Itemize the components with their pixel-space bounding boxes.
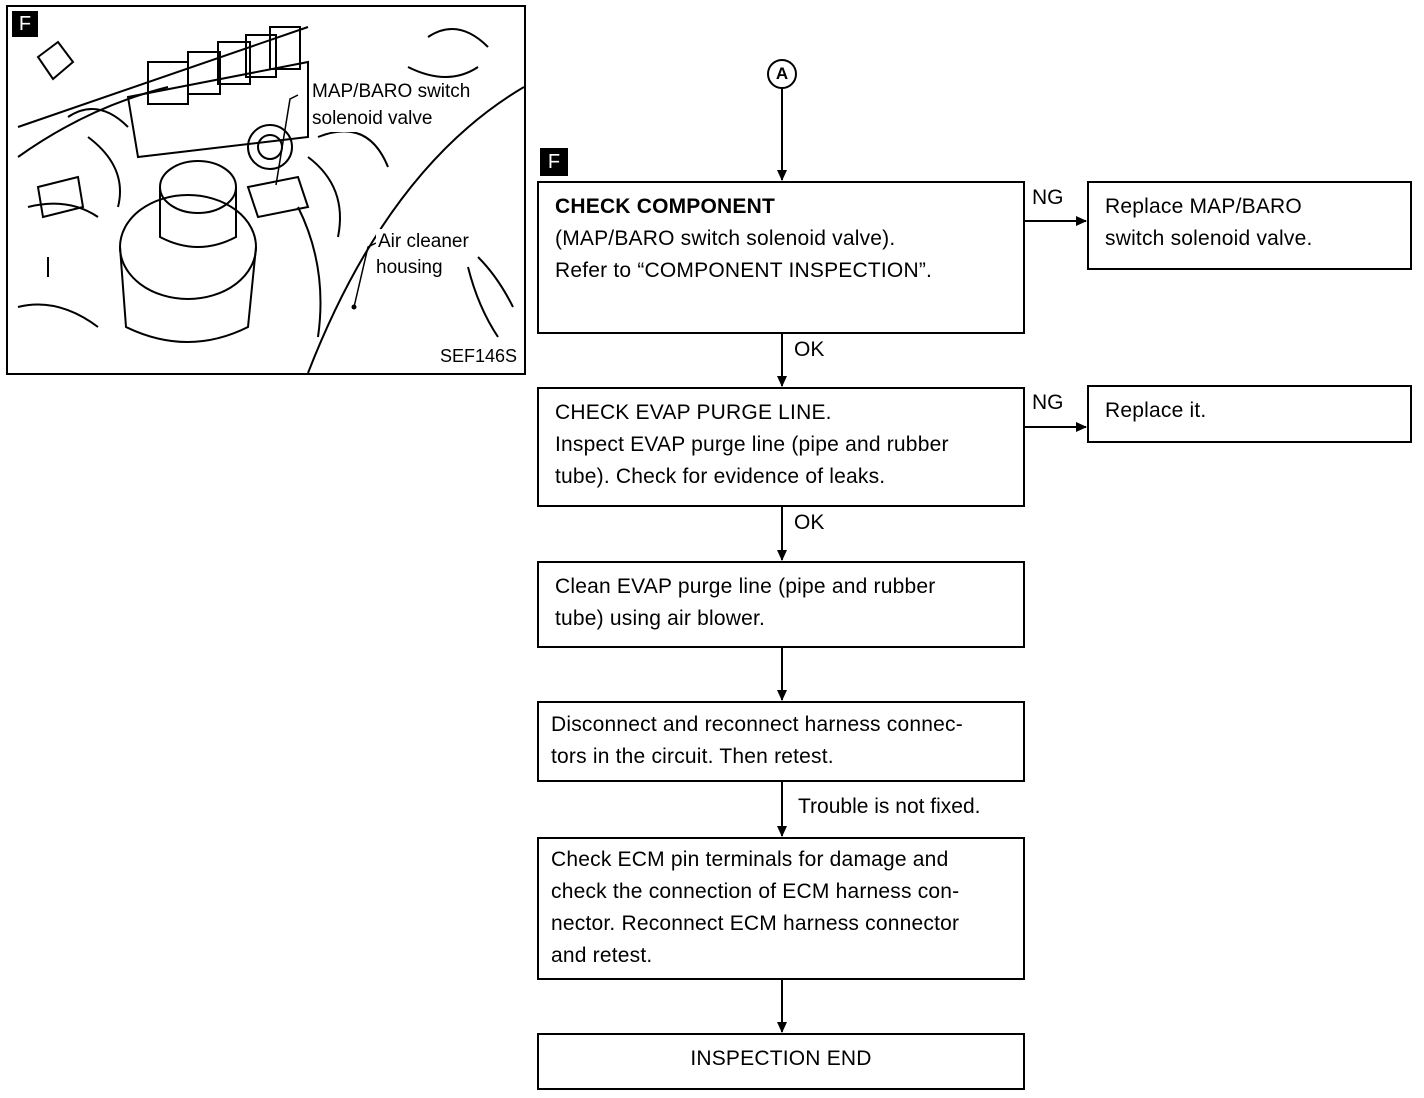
clean-evap-line1: Clean EVAP purge line (pipe and rubber [555, 575, 936, 598]
ok1-label: OK [794, 338, 825, 361]
inspection-end-box: INSPECTION END [537, 1033, 1025, 1090]
disconnect-line1: Disconnect and reconnect harness connec- [551, 713, 963, 736]
ng1-label: NG [1032, 186, 1064, 209]
disconnect-box: Disconnect and reconnect harness connec-… [537, 701, 1025, 782]
disconnect-line2: tors in the circuit. Then retest. [551, 745, 834, 768]
air-cleaner-label-line2: housing [374, 255, 445, 281]
check-evap-line3: tube). Check for evidence of leaks. [555, 465, 886, 488]
figure-code: SEF146S [438, 343, 520, 369]
check-component-title: CHECK COMPONENT [555, 195, 776, 218]
replace-it-box: Replace it. [1087, 385, 1412, 443]
check-component-box: CHECK COMPONENT (MAP/BARO switch solenoi… [537, 181, 1025, 334]
check-ecm-box: Check ECM pin terminals for damage and c… [537, 837, 1025, 980]
replace-map-baro-line2: switch solenoid valve. [1105, 227, 1313, 250]
component-illustration: F MAP/BARO switch solenoid valve Air cle… [6, 5, 526, 375]
map-baro-label-line2: solenoid valve [310, 106, 435, 132]
check-ecm-line4: and retest. [551, 944, 653, 967]
ng2-label: NG [1032, 391, 1064, 414]
map-baro-label-line1: MAP/BARO switch [310, 79, 473, 105]
section-tag-f: F [540, 148, 568, 176]
check-ecm-line1: Check ECM pin terminals for damage and [551, 848, 949, 871]
check-ecm-line2: check the connection of ECM harness con- [551, 880, 960, 903]
ok2-label: OK [794, 511, 825, 534]
check-component-line2: (MAP/BARO switch solenoid valve). [555, 227, 896, 250]
clean-evap-line2: tube) using air blower. [555, 607, 766, 630]
replace-it-text: Replace it. [1105, 399, 1207, 422]
replace-map-baro-box: Replace MAP/BARO switch solenoid valve. [1087, 181, 1412, 270]
check-evap-line2: Inspect EVAP purge line (pipe and rubber [555, 433, 949, 456]
check-evap-line1: CHECK EVAP PURGE LINE. [555, 401, 832, 424]
trouble-not-fixed-label: Trouble is not fixed. [798, 795, 981, 818]
check-component-line3: Refer to “COMPONENT INSPECTION”. [555, 259, 933, 282]
connector-a-circle [767, 59, 797, 89]
clean-evap-box: Clean EVAP purge line (pipe and rubber t… [537, 561, 1025, 648]
air-cleaner-label-line1: Air cleaner [376, 229, 471, 255]
replace-map-baro-line1: Replace MAP/BARO [1105, 195, 1302, 218]
connector-a-label: A [775, 64, 789, 83]
check-evap-box: CHECK EVAP PURGE LINE. Inspect EVAP purg… [537, 387, 1025, 507]
illustration-tag-f: F [12, 11, 38, 37]
check-ecm-line3: nector. Reconnect ECM harness connector [551, 912, 960, 935]
inspection-end-text: INSPECTION END [690, 1047, 872, 1070]
engine-bay-drawing [17, 26, 524, 373]
